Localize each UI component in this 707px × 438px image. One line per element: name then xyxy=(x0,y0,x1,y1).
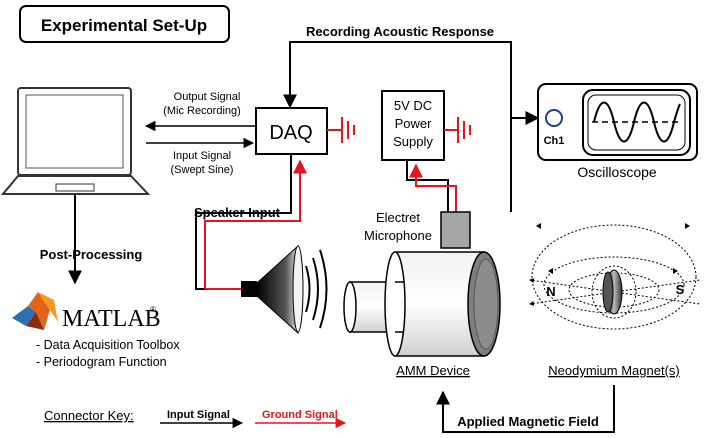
oscilloscope-label: Oscilloscope xyxy=(577,164,657,180)
power-label-3: Supply xyxy=(393,134,433,149)
amm-device-label: AMM Device xyxy=(396,363,470,378)
magnet-icon xyxy=(529,223,701,330)
post-processing-label: Post-Processing xyxy=(40,247,143,262)
title-box: Experimental Set-Up xyxy=(19,5,230,43)
speaker-icon xyxy=(241,244,328,335)
speaker-input-label: Speaker Input xyxy=(194,205,281,220)
matlab-registered: ® xyxy=(150,305,156,314)
ground-symbol-icon xyxy=(444,117,471,143)
power-label-2: Power xyxy=(395,116,433,131)
microphone-icon xyxy=(440,211,471,249)
power-label-1: 5V DC xyxy=(394,98,432,113)
matlab-logo-icon xyxy=(12,292,58,330)
matlab-wordmark: MATLAB xyxy=(62,306,161,332)
connector-key: Connector Key: Input Signal Ground Signa… xyxy=(44,408,347,429)
key-input-label: Input Signal xyxy=(167,409,230,421)
swept-sine-label: (Swept Sine) xyxy=(171,164,234,176)
toolbox-item-2: - Periodogram Function xyxy=(36,355,167,369)
power-supply-box: 5V DC Power Supply xyxy=(381,90,445,161)
toolbox-item-1: - Data Acquisition Toolbox xyxy=(36,338,180,352)
magnet-label: Neodymium Magnet(s) xyxy=(548,363,680,378)
daq-label: DAQ xyxy=(269,122,312,144)
magnet-pole-n: N xyxy=(546,284,555,299)
recording-label: Recording Acoustic Response xyxy=(306,24,494,39)
laptop-icon xyxy=(0,87,151,195)
daq-box: DAQ xyxy=(255,107,328,155)
oscilloscope-icon: Ch1 xyxy=(537,83,698,161)
input-signal-label: Input Signal xyxy=(173,150,231,162)
channel-label: Ch1 xyxy=(544,135,565,147)
microphone-label-1: Electret xyxy=(376,210,420,225)
amm-device-icon xyxy=(343,251,501,357)
ground-symbol-icon xyxy=(327,117,355,143)
connector-key-label: Connector Key: xyxy=(44,408,134,423)
mic-recording-label: (Mic Recording) xyxy=(163,105,241,117)
page-title: Experimental Set-Up xyxy=(41,16,207,35)
applied-field-label: Applied Magnetic Field xyxy=(457,414,599,429)
output-signal-label: Output Signal xyxy=(174,91,241,103)
key-ground-label: Ground Signal xyxy=(262,409,338,421)
microphone-label-2: Microphone xyxy=(364,228,432,243)
magnet-pole-s: S xyxy=(676,282,685,297)
recording-wire: Recording Acoustic Response xyxy=(283,24,540,212)
